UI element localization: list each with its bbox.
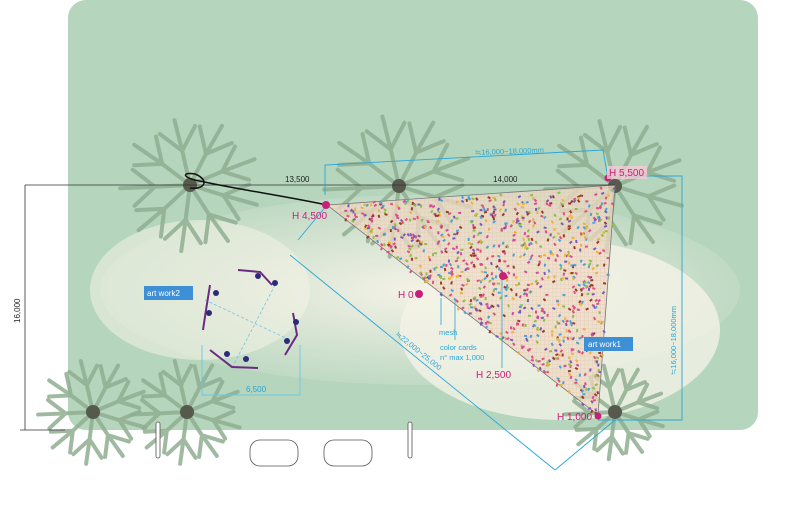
mesh-annotation: mesh <box>439 328 457 337</box>
artwork2-ring <box>202 269 299 369</box>
count-annotation: n° max 1,000 <box>440 353 484 362</box>
artwork1-label: art work1 <box>588 340 621 349</box>
span-right-dimension: 14,000 <box>493 175 518 184</box>
height-label-1000: H 1,000 <box>557 412 592 423</box>
parked-cars <box>155 421 413 467</box>
height-markers <box>322 174 612 420</box>
artwork2-label-box <box>144 286 193 300</box>
left-height-dimension: 16,000 <box>13 298 22 323</box>
top-width-dimension: ≒16,000~18,000mm <box>475 146 544 157</box>
tree-trunk <box>180 405 194 419</box>
height-label-4500: H 4,500 <box>292 211 327 222</box>
artwork1-label-box <box>584 337 633 351</box>
height-label-0: H 0 <box>398 290 414 301</box>
circle-width-dimension: 6,500 <box>246 385 267 394</box>
height-label-5500: H 5,500 <box>609 168 644 179</box>
right-height-dimension: ≒16,000~18,000mm <box>669 306 678 375</box>
color-cards <box>344 186 617 415</box>
span-left-dimension: 13,500 <box>285 175 310 184</box>
tree-trunk <box>608 405 622 419</box>
height-label-2500: H 2,500 <box>476 370 511 381</box>
dimension-lines <box>20 149 683 471</box>
tree <box>118 118 259 253</box>
tree-trunk <box>392 179 406 193</box>
color-cards-annotation: color cards <box>440 343 477 352</box>
tree <box>36 359 148 466</box>
artwork2-label: art work2 <box>147 289 180 298</box>
tree-trunk <box>86 405 100 419</box>
